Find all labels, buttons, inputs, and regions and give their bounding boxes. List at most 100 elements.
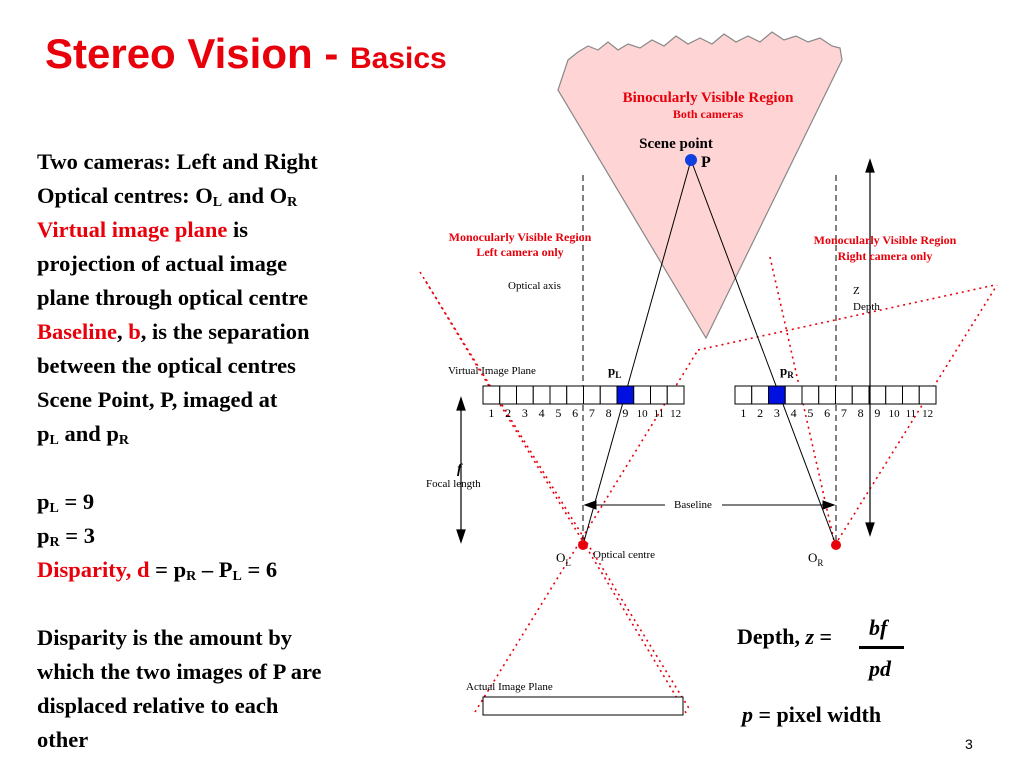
scene-point-marker xyxy=(685,154,697,166)
ol-label: OL xyxy=(556,550,571,568)
pixel-number: 9 xyxy=(874,406,880,420)
page-number: 3 xyxy=(965,736,973,752)
pixel-cell xyxy=(902,385,920,405)
optical-sub-r: R xyxy=(287,195,298,210)
pixel-number: 11 xyxy=(906,408,917,420)
pl-val: = 9 xyxy=(58,489,95,514)
pr-val: = 3 xyxy=(59,523,95,548)
mono-left-label: Monocularly Visible Region xyxy=(449,230,592,244)
bullet-optical-centres: Optical centres: OL and OR xyxy=(37,179,417,213)
pixel-number: 10 xyxy=(637,408,649,420)
pixel-number: 1 xyxy=(740,406,746,420)
optical-centre-label: Optical centre xyxy=(593,549,655,561)
depth-arrow xyxy=(865,158,875,537)
bullet-scene-line1: Scene Point, P, imaged at xyxy=(37,387,278,412)
bullet-pl-value: pL = 9 xyxy=(37,485,417,519)
depth-formula: Depth, z = xyxy=(737,624,832,650)
pixel-cell xyxy=(549,385,568,405)
pixel-cell xyxy=(633,385,651,405)
pixel-number: 2 xyxy=(505,406,511,420)
scene-p1: p xyxy=(37,421,50,446)
scene-and: and p xyxy=(58,421,119,446)
slide-title: Stereo Vision - Basics xyxy=(45,30,447,78)
point-p-label: P xyxy=(701,154,711,171)
bullet-vip-line2: projection of actual image xyxy=(37,251,288,276)
z-label: Z xyxy=(853,285,860,297)
pixel-number: 12 xyxy=(670,408,681,420)
focal-length-label: Focal length xyxy=(426,478,481,490)
fov-lines xyxy=(419,256,998,714)
pixel-cell xyxy=(801,385,820,405)
bullet-baseline-line2: between the optical centres xyxy=(37,353,296,378)
optical-prefix: Optical centres: O xyxy=(37,183,213,208)
pixel-cell xyxy=(599,385,618,405)
bullet-disparity: Disparity, d = pR – PL = 6 xyxy=(37,553,417,587)
disp-eq: = p xyxy=(149,557,187,582)
scene-p1-sub: L xyxy=(49,433,59,448)
pixel-number: 4 xyxy=(539,406,545,420)
pixel-number: 6 xyxy=(824,406,830,420)
baseline-label: Baseline xyxy=(674,499,712,511)
pixel-cell xyxy=(835,385,853,405)
pixel-number: 11 xyxy=(654,408,665,420)
pixel-cell xyxy=(734,385,753,405)
pixel-cell xyxy=(650,385,668,405)
pixel-cell xyxy=(566,385,584,405)
optical-sub-l: L xyxy=(212,195,223,210)
binocular-label: Binocularly Visible Region xyxy=(623,90,795,106)
pixel-number: 1 xyxy=(488,406,494,420)
baseline-arrow xyxy=(583,500,836,510)
actual-plane-label: Actual Image Plane xyxy=(466,681,553,693)
formula-denominator: pd xyxy=(869,656,891,681)
depth-formula-equals: = xyxy=(814,624,833,649)
pixel-width-note: p = pixel width xyxy=(742,702,881,728)
bullet-vip-line3: plane through optical centre xyxy=(37,285,309,310)
disparity-term: Disparity, d xyxy=(37,557,150,582)
pixel-number: 6 xyxy=(572,406,578,420)
depth-formula-z: z xyxy=(805,624,815,649)
title-sub: Basics xyxy=(349,42,447,75)
optical-centre-right-marker xyxy=(831,540,841,550)
right-virtual-plane xyxy=(734,385,937,405)
pixel-cell xyxy=(868,385,887,405)
pixel-number: 12 xyxy=(922,408,933,420)
or-label: OR xyxy=(808,550,823,568)
pl-p: p xyxy=(37,489,50,514)
pixel-number: 4 xyxy=(791,406,797,420)
pixel-number: 8 xyxy=(858,406,864,420)
bullet-text: Two cameras: Left and Right Optical cent… xyxy=(37,145,417,757)
pixel-number: 8 xyxy=(606,406,612,420)
pr-sub: R xyxy=(49,535,60,550)
optical-axis-label: Optical axis xyxy=(508,280,561,292)
optical-centre-left-marker xyxy=(578,540,588,550)
pixel-cell xyxy=(784,385,803,405)
depth-formula-label: Depth, xyxy=(737,624,806,649)
bullet-scene-line2: pL and pR xyxy=(37,417,417,451)
pixel-cell xyxy=(885,385,903,405)
pixel-cell xyxy=(851,385,870,405)
pixel-cell xyxy=(532,385,551,405)
fraction-bar xyxy=(859,646,904,649)
pixel-number: 7 xyxy=(841,406,847,420)
baseline-comma: , xyxy=(117,319,129,344)
scene-point-label: Scene point xyxy=(639,136,713,152)
pixel-cell xyxy=(666,385,685,405)
disp-val: = 6 xyxy=(241,557,278,582)
vip-term: Virtual image plane xyxy=(37,217,228,242)
mono-right-label: Monocularly Visible Region xyxy=(814,233,957,247)
disp-sub-l: L xyxy=(232,569,242,584)
pixel-cell xyxy=(499,385,517,405)
formula-numerator: bf xyxy=(869,615,888,640)
pixel-cell xyxy=(516,385,534,405)
pixel-cell xyxy=(583,385,601,405)
pixel-cell xyxy=(918,385,937,405)
optical-and: and O xyxy=(222,183,288,208)
disp-sub-r: R xyxy=(186,569,197,584)
left-only-label: Left camera only xyxy=(476,245,563,259)
baseline-rest: , is the separation xyxy=(140,319,310,344)
bullet-def-line2: which the two images of P are xyxy=(37,659,322,684)
pl-label: pL xyxy=(608,363,621,380)
optical-axes xyxy=(582,175,837,545)
